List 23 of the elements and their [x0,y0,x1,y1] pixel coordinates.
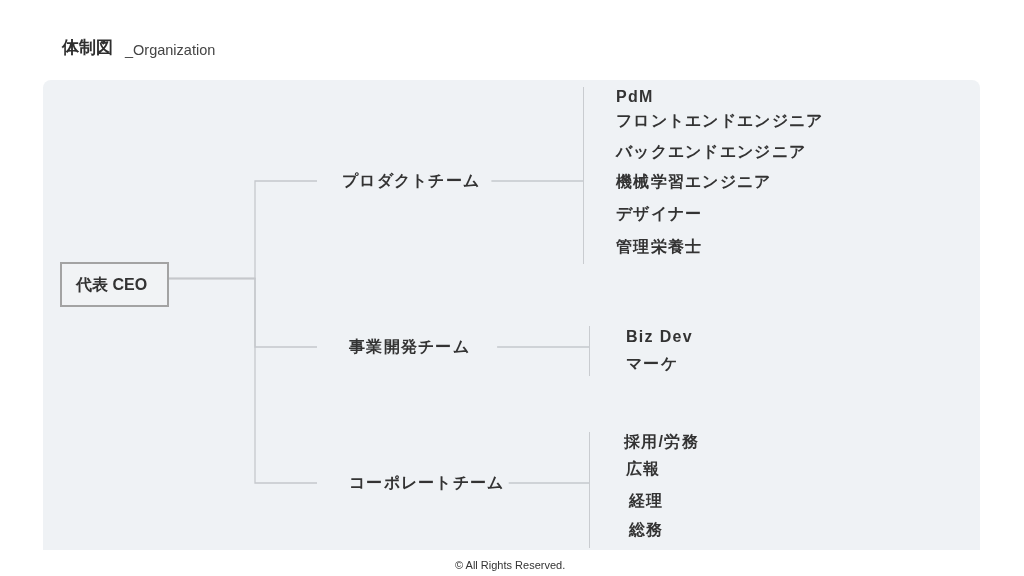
connector-line [508,482,590,484]
connector-line [496,346,590,348]
role-label: フロントエンドエンジニア [616,111,824,131]
role-label: 経理 [629,491,664,511]
role-label: バックエンドエンジニア [616,142,807,162]
role-label: Biz Dev [626,327,693,347]
ceo-box: 代表 CEO [60,262,169,307]
role-label: マーケ [626,354,678,374]
role-label: PdM [616,87,654,107]
role-label: 総務 [629,520,664,540]
role-label: 管理栄養士 [616,237,703,257]
team-label: コーポレートチーム [317,473,509,493]
role-label: 機械学習エンジニア [616,172,772,192]
role-label: 広報 [626,459,661,479]
role-label: 採用/労務 [624,432,699,452]
connector-line [168,277,318,484]
title: 体制図 [62,37,113,59]
subtitle: _Organization [125,41,216,60]
team-label: プロダクトチーム [317,171,492,191]
copyright-text: © All Rights Reserved. [455,558,566,572]
team-label: 事業開発チーム [317,337,498,357]
connector-line [490,180,584,182]
role-label: デザイナー [616,204,703,224]
